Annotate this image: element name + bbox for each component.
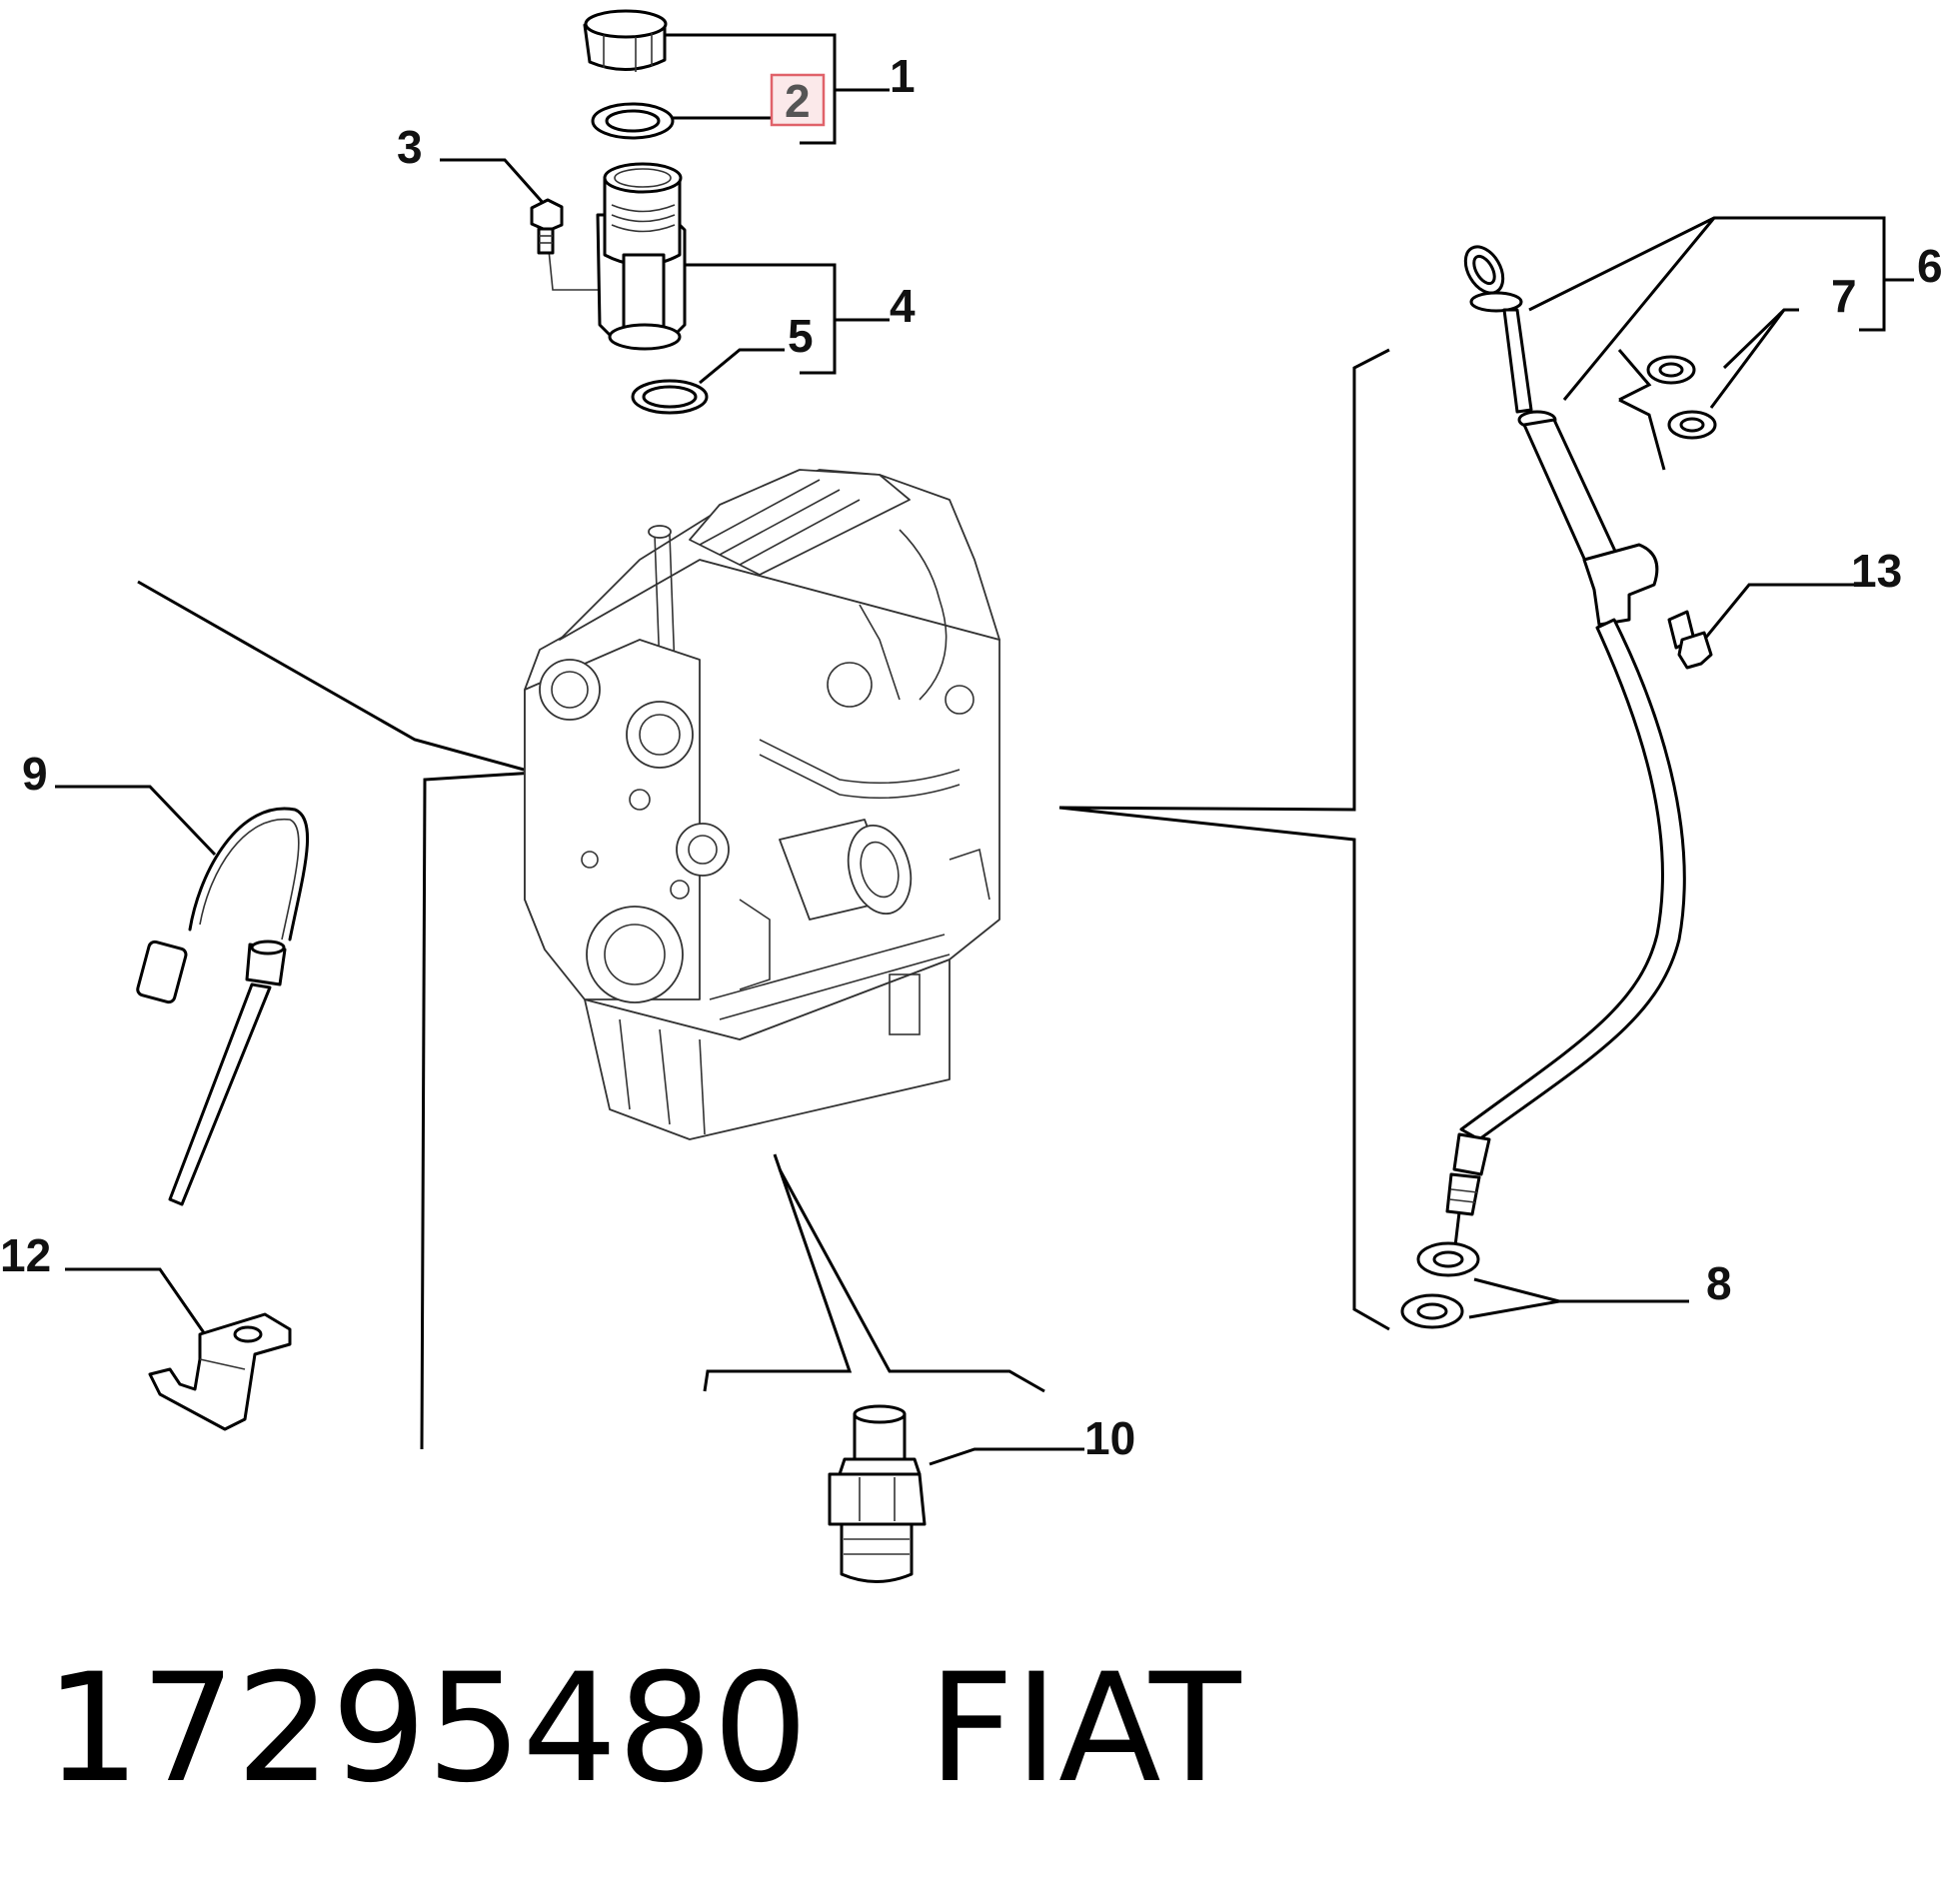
callout-3: 3	[397, 121, 423, 173]
brand-name: FIAT	[928, 1642, 1241, 1816]
callout-7: 7	[1831, 270, 1857, 322]
engine-block	[524, 469, 1000, 1140]
callout-6: 6	[1917, 240, 1943, 292]
callout-9: 9	[22, 748, 48, 800]
dipstick-guide-tube	[1445, 245, 1686, 1255]
washers-8	[1400, 1241, 1480, 1329]
leader-lines	[55, 33, 1914, 1466]
callout-10: 10	[1084, 1412, 1135, 1464]
callout-labels: 1 2 3 4 5 6 7 8 9 10 12 13	[0, 50, 1943, 1464]
callout-2-highlight	[770, 73, 826, 127]
filler-neck	[596, 162, 687, 351]
callout-13: 13	[1851, 545, 1902, 597]
callout-8: 8	[1706, 1257, 1732, 1309]
callout-2: 2	[785, 75, 811, 127]
mounting-bracket	[148, 1312, 292, 1431]
part-number: 17295480	[45, 1642, 809, 1816]
callout-5: 5	[788, 310, 814, 362]
gasket-ring	[591, 102, 675, 140]
washers-7	[1646, 355, 1717, 440]
callout-4: 4	[890, 280, 916, 332]
callout-12: 12	[0, 1229, 51, 1281]
oil-pressure-sensor	[828, 1404, 927, 1583]
bolt-13	[1667, 610, 1713, 670]
bolt-3	[530, 198, 564, 255]
gasket-ring-5	[631, 379, 709, 415]
oil-level-sensor	[136, 807, 310, 1206]
oil-filler-cap	[583, 9, 668, 72]
callout-1: 1	[890, 50, 916, 102]
